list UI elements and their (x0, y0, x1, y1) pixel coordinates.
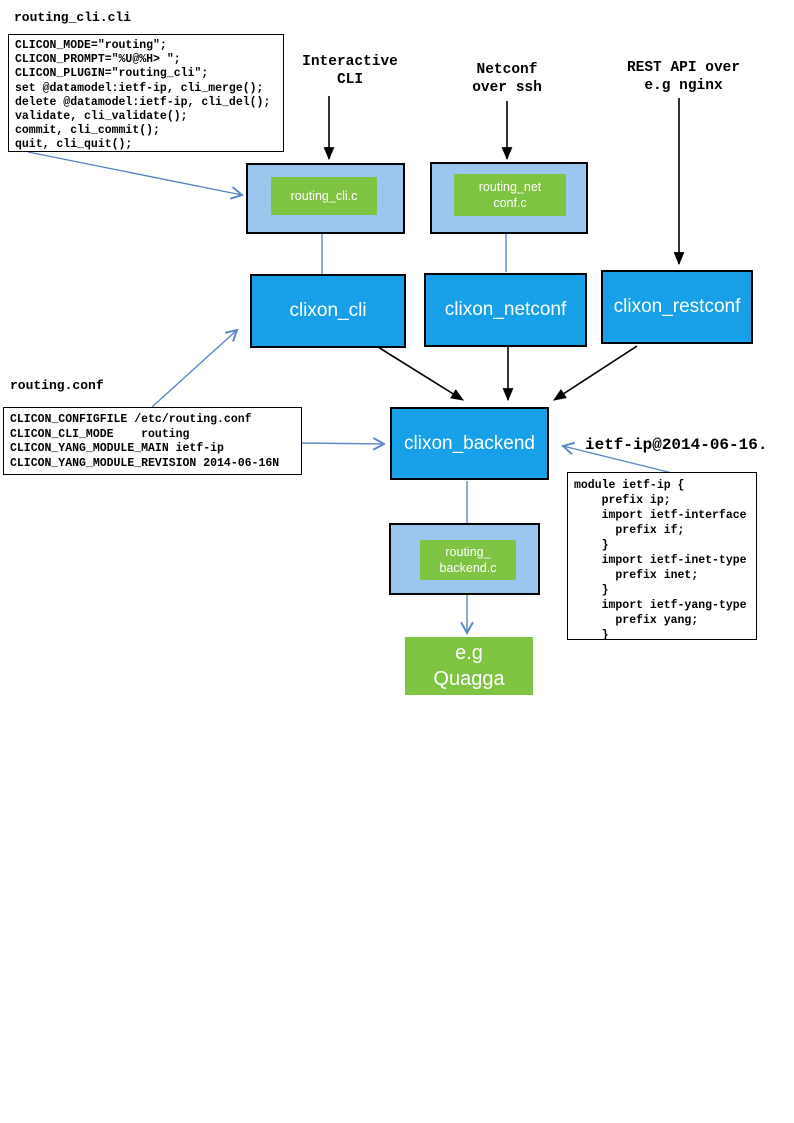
quagga-node: e.g Quagga (405, 637, 533, 695)
arrow-cli-file-to-plugin-box (27, 151, 244, 200)
clixon-cli-node: clixon_cli (250, 274, 406, 348)
netconf-over-ssh-label: Netconf over ssh (472, 62, 542, 96)
routing-cli-c-node: routing_cli.c (271, 177, 377, 215)
routing-cli-file-title: routing_cli.cli (14, 10, 132, 25)
routing-conf-code-box: CLICON_CONFIGFILE /etc/routing.conf CLIC… (3, 407, 302, 475)
ietf-module-code-box: module ietf-ip { prefix ip; import ietf-… (567, 472, 757, 640)
clixon-restconf-node: clixon_restconf (601, 270, 753, 344)
interactive-cli-label: Interactive CLI (302, 54, 398, 88)
arrow-conf-to-clixon-cli (151, 328, 239, 408)
arrow-cli-to-backend (377, 346, 464, 401)
ietf-module-label: ietf-ip@2014-06-16. (585, 436, 768, 454)
clixon-netconf-node: clixon_netconf (424, 273, 587, 347)
routing-cli-code-box: CLICON_MODE="routing"; CLICON_PROMPT="%U… (8, 34, 284, 152)
routing-netconf-c-node: routing_net conf.c (454, 174, 566, 216)
routing-conf-file-title: routing.conf (10, 378, 104, 393)
rest-api-label: REST API over e.g nginx (626, 60, 741, 94)
routing-backend-c-node: routing_ backend.c (420, 540, 516, 580)
arrow-restconf-to-backend (553, 345, 638, 401)
clixon-backend-node: clixon_backend (390, 407, 549, 480)
arrow-conf-to-backend (301, 437, 387, 451)
